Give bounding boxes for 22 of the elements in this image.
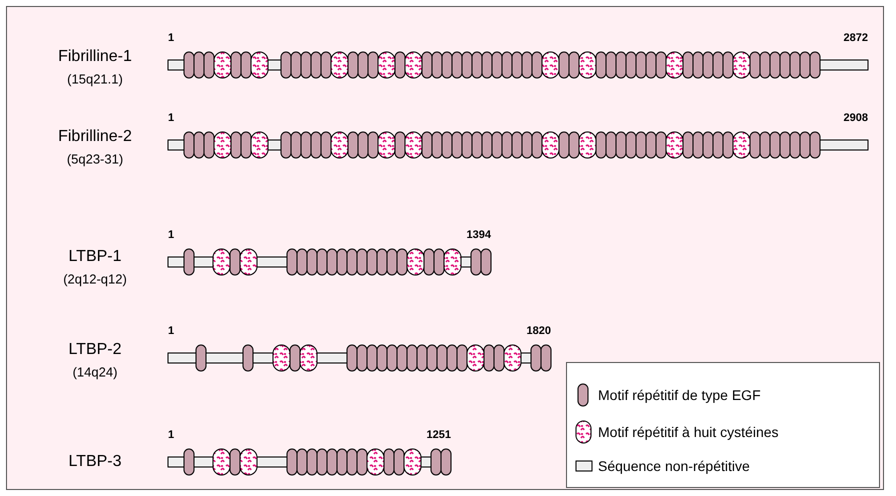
chromosome-locus: (2q12-q12): [63, 272, 127, 286]
residue-number: 2908: [844, 112, 868, 124]
protein-name: LTBP-2: [68, 341, 122, 359]
residue-number: 1: [168, 429, 174, 441]
residue-number: 1251: [426, 429, 451, 441]
legend-label: Motif répétitif de type EGF: [598, 387, 761, 403]
residue-number: 1: [168, 112, 174, 124]
residue-number: 1: [168, 325, 174, 337]
residue-number: 1820: [526, 325, 551, 337]
chromosome-locus: (15q21.1): [67, 72, 123, 86]
protein-name: Fibrilline-2: [58, 128, 132, 146]
legend-label: Séquence non-répétitive: [598, 458, 750, 474]
residue-number: 1: [168, 32, 174, 44]
protein-name: LTBP-3: [68, 453, 122, 471]
residue-number: 1394: [466, 229, 491, 241]
residue-number: 1: [168, 229, 174, 241]
chromosome-locus: (14q24): [72, 364, 118, 380]
chromosome-locus: (5q23-31): [66, 152, 124, 166]
legend-label: Motif répétitif à huit cystéines: [598, 424, 779, 440]
residue-number: 2872: [844, 32, 868, 44]
protein-name: LTBP-1: [68, 248, 122, 266]
protein-name: Fibrilline-1: [58, 48, 132, 66]
